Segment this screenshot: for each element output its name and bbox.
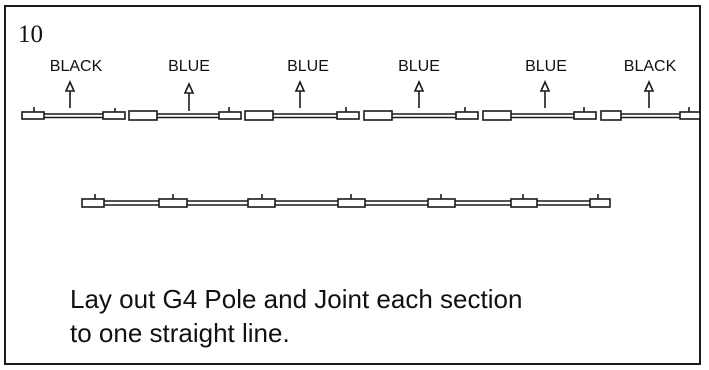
color-label-2: BLUE — [168, 58, 210, 75]
assembled-pole — [81, 194, 611, 208]
color-label-5: BLUE — [525, 58, 567, 75]
instruction-line-1: Lay out G4 Pole and Joint each section — [70, 284, 523, 314]
pole-section-4 — [363, 107, 479, 121]
arrow-2-icon — [183, 82, 195, 111]
step-number: 10 — [18, 21, 43, 48]
pole-section-5 — [482, 107, 597, 121]
arrow-1-icon — [64, 80, 76, 108]
color-label-1: BLACK — [49, 58, 103, 75]
arrow-6-icon — [643, 80, 655, 108]
pole-section-6 — [600, 107, 701, 121]
pole-section-2 — [128, 107, 242, 121]
color-label-6: BLACK — [623, 58, 677, 75]
arrow-4-icon — [413, 80, 425, 108]
color-label-4: BLUE — [398, 58, 440, 75]
pole-section-3 — [244, 107, 360, 121]
color-label-3: BLUE — [287, 58, 329, 75]
instruction-line-2: to one straight line. — [70, 318, 290, 348]
instruction-text: Lay out G4 Pole and Joint each section t… — [70, 282, 670, 350]
instruction-panel — [4, 5, 701, 365]
arrow-5-icon — [539, 80, 551, 108]
arrow-3-icon — [294, 80, 306, 108]
pole-section-1 — [21, 107, 126, 120]
